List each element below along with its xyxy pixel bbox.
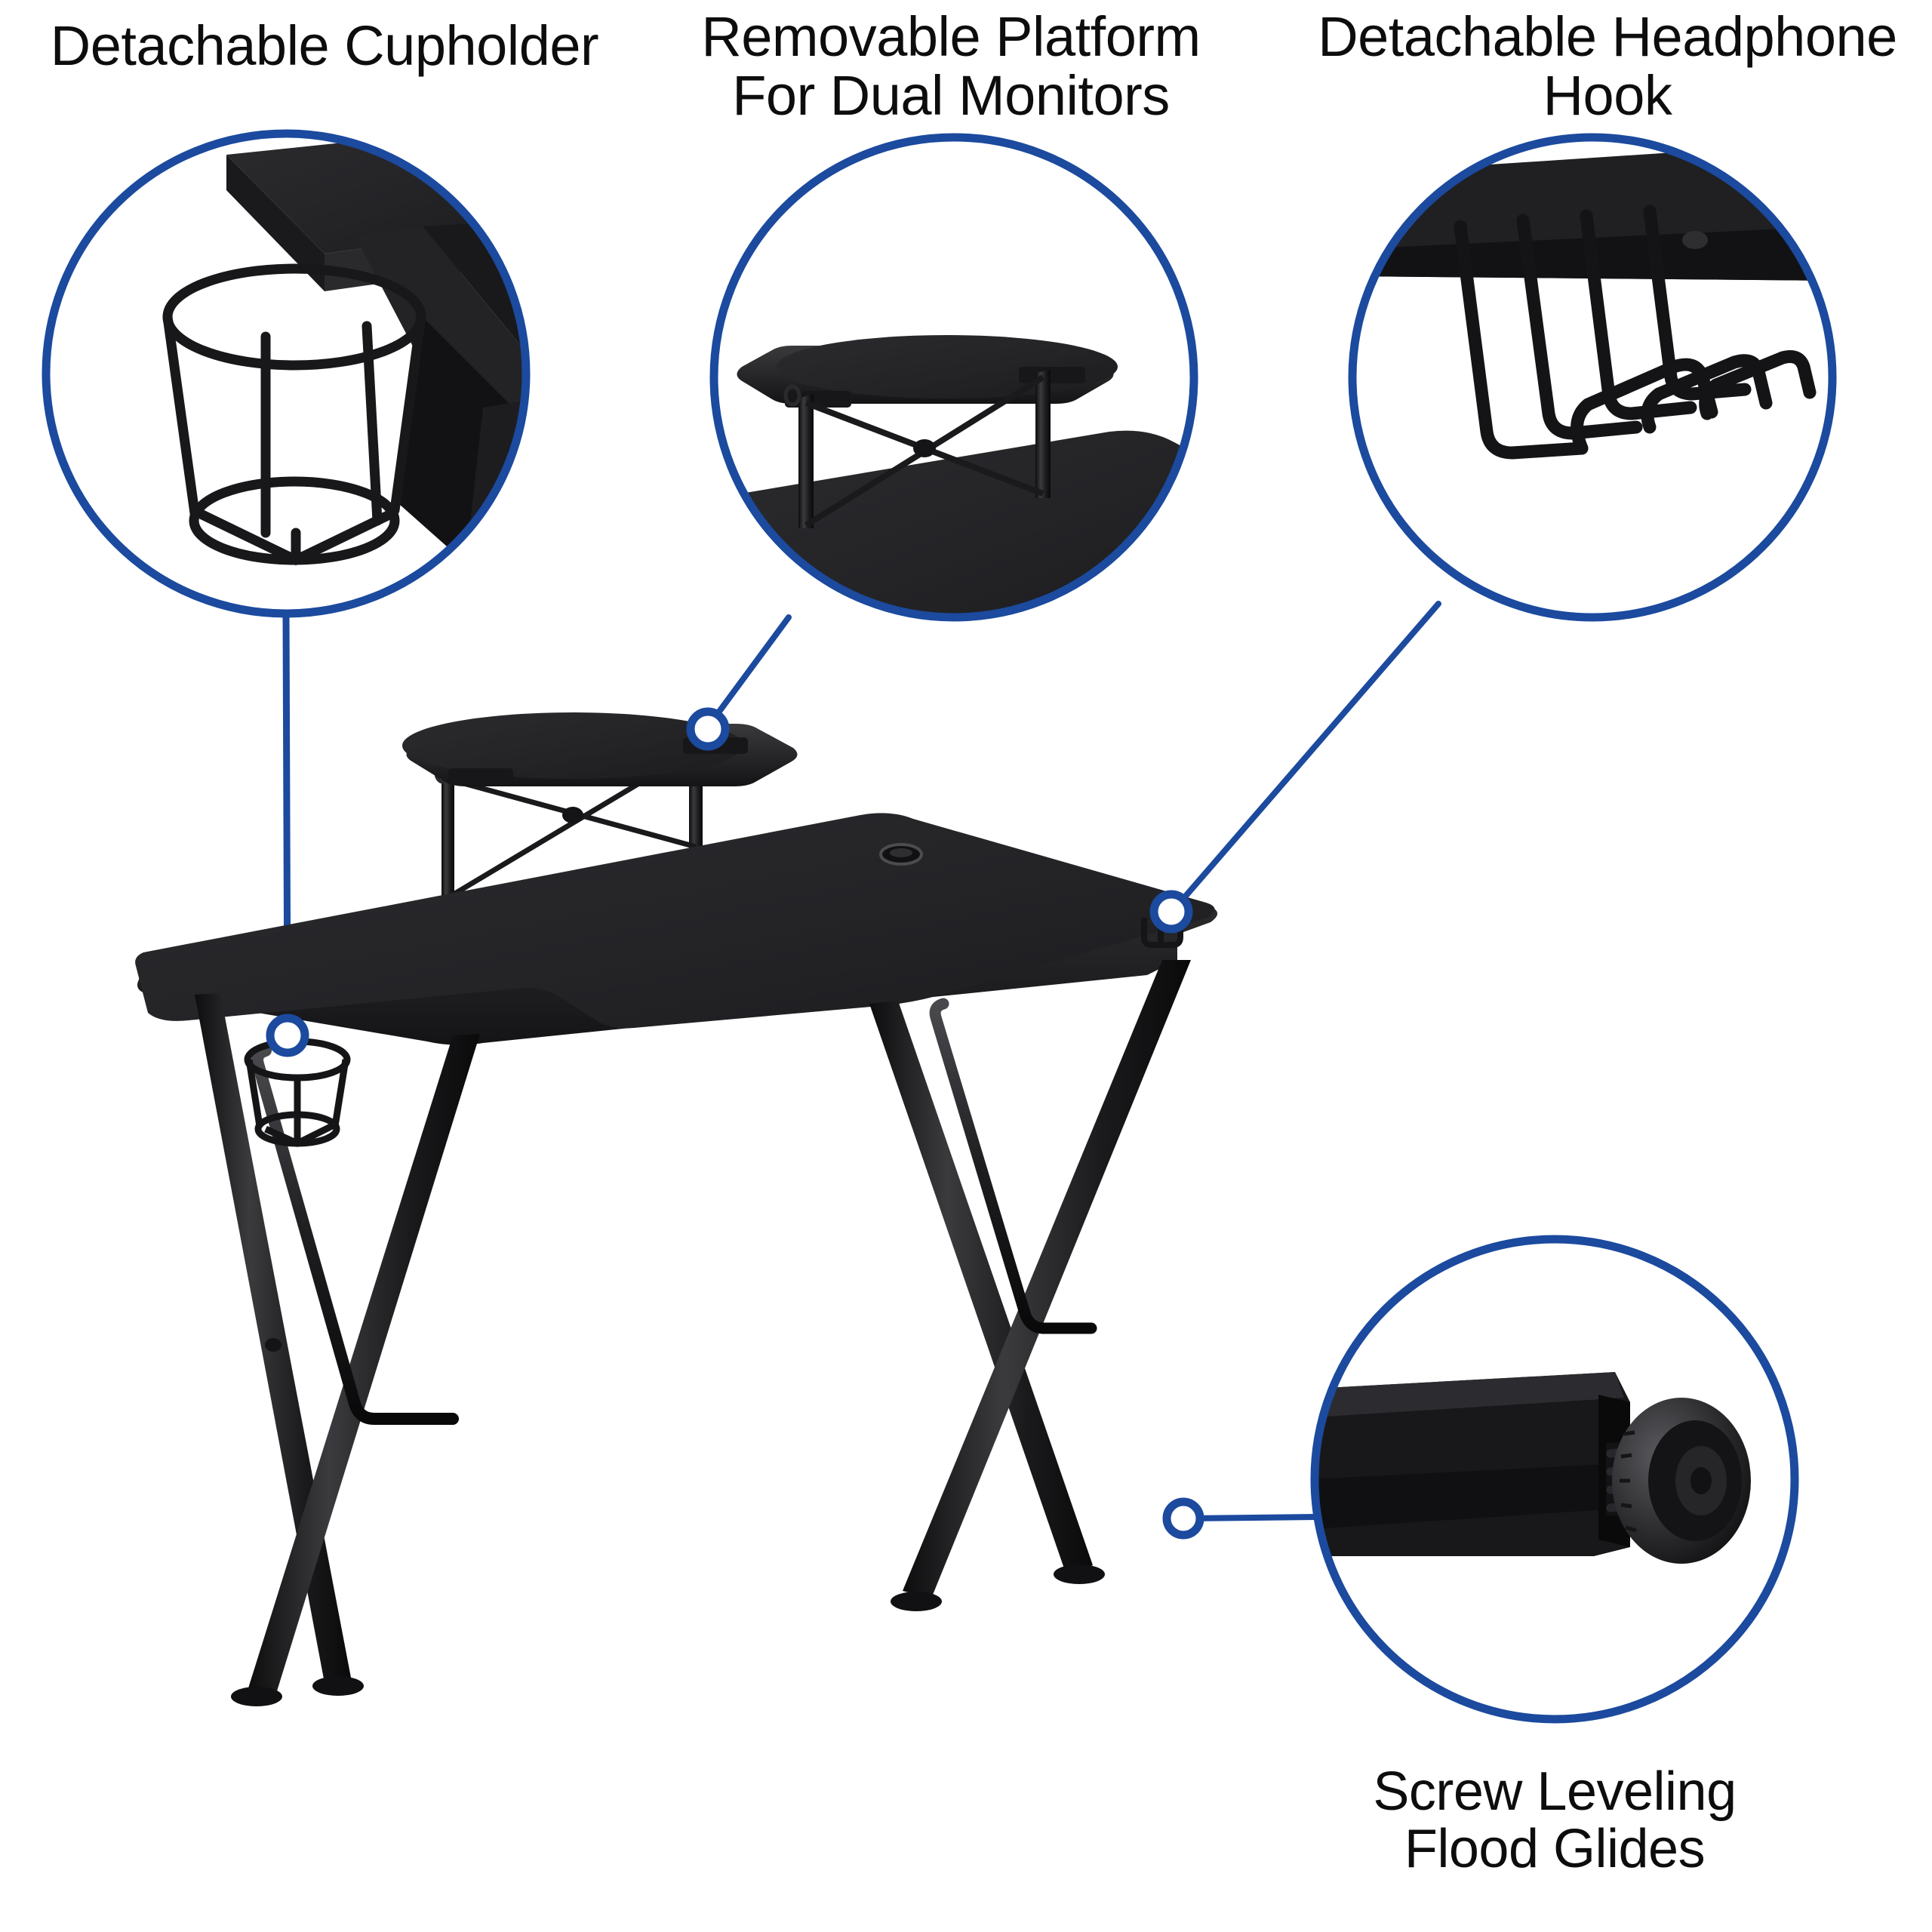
callout-label-cupholder: Detachable Cupholder: [50, 14, 599, 77]
riser-top-surface: [402, 712, 743, 779]
desk-product: [135, 712, 1218, 1706]
desk-cupholder: [244, 1038, 351, 1147]
callout-label-headphone-hook: Detachable Headphone Hook: [1318, 5, 1897, 128]
floor-glide-left-front: [231, 1687, 282, 1706]
desktop-surface: [135, 813, 1218, 1045]
callout-label-screw-glides: Screw Leveling Flood Glides: [1373, 1761, 1737, 1880]
floor-glide-right-front: [891, 1592, 942, 1611]
callout-marker-monitor-platform[interactable]: [686, 707, 730, 751]
leader-line-monitor-platform: [709, 614, 792, 724]
detail-circle-cupholder[interactable]: [42, 129, 531, 619]
floor-glide-right-back: [1054, 1564, 1105, 1584]
leg-frame-left: [195, 993, 480, 1706]
floor-glide-left-back: [312, 1676, 364, 1696]
callout-marker-headphone-hook[interactable]: [1149, 890, 1193, 934]
callout-markers: [266, 707, 1204, 1540]
detail-circle-border-cupholder: [42, 129, 531, 618]
leader-line-headphone-hook: [1174, 601, 1441, 909]
monitor-riser-platform: [402, 712, 798, 786]
callout-label-monitor-platform: Removable Platform For Dual Monitors: [701, 5, 1201, 128]
riser-clip-left: [448, 768, 513, 785]
leg-frame-right: [869, 960, 1191, 1611]
detail-circle-border-screw-glides: [1310, 1235, 1799, 1724]
detail-circle-headphone-hook[interactable]: [1348, 133, 1837, 622]
detail-circle-border-monitor-platform: [709, 133, 1198, 622]
detail-circle-screw-glides[interactable]: [1310, 1235, 1799, 1724]
callout-marker-cupholder[interactable]: [266, 1014, 309, 1057]
detail-circle-monitor-platform[interactable]: [709, 133, 1208, 626]
callout-marker-screw-glides[interactable]: [1162, 1497, 1204, 1540]
leader-line-screw-glides: [1183, 1514, 1320, 1521]
detail-circle-border-headphone-hook: [1348, 133, 1837, 622]
